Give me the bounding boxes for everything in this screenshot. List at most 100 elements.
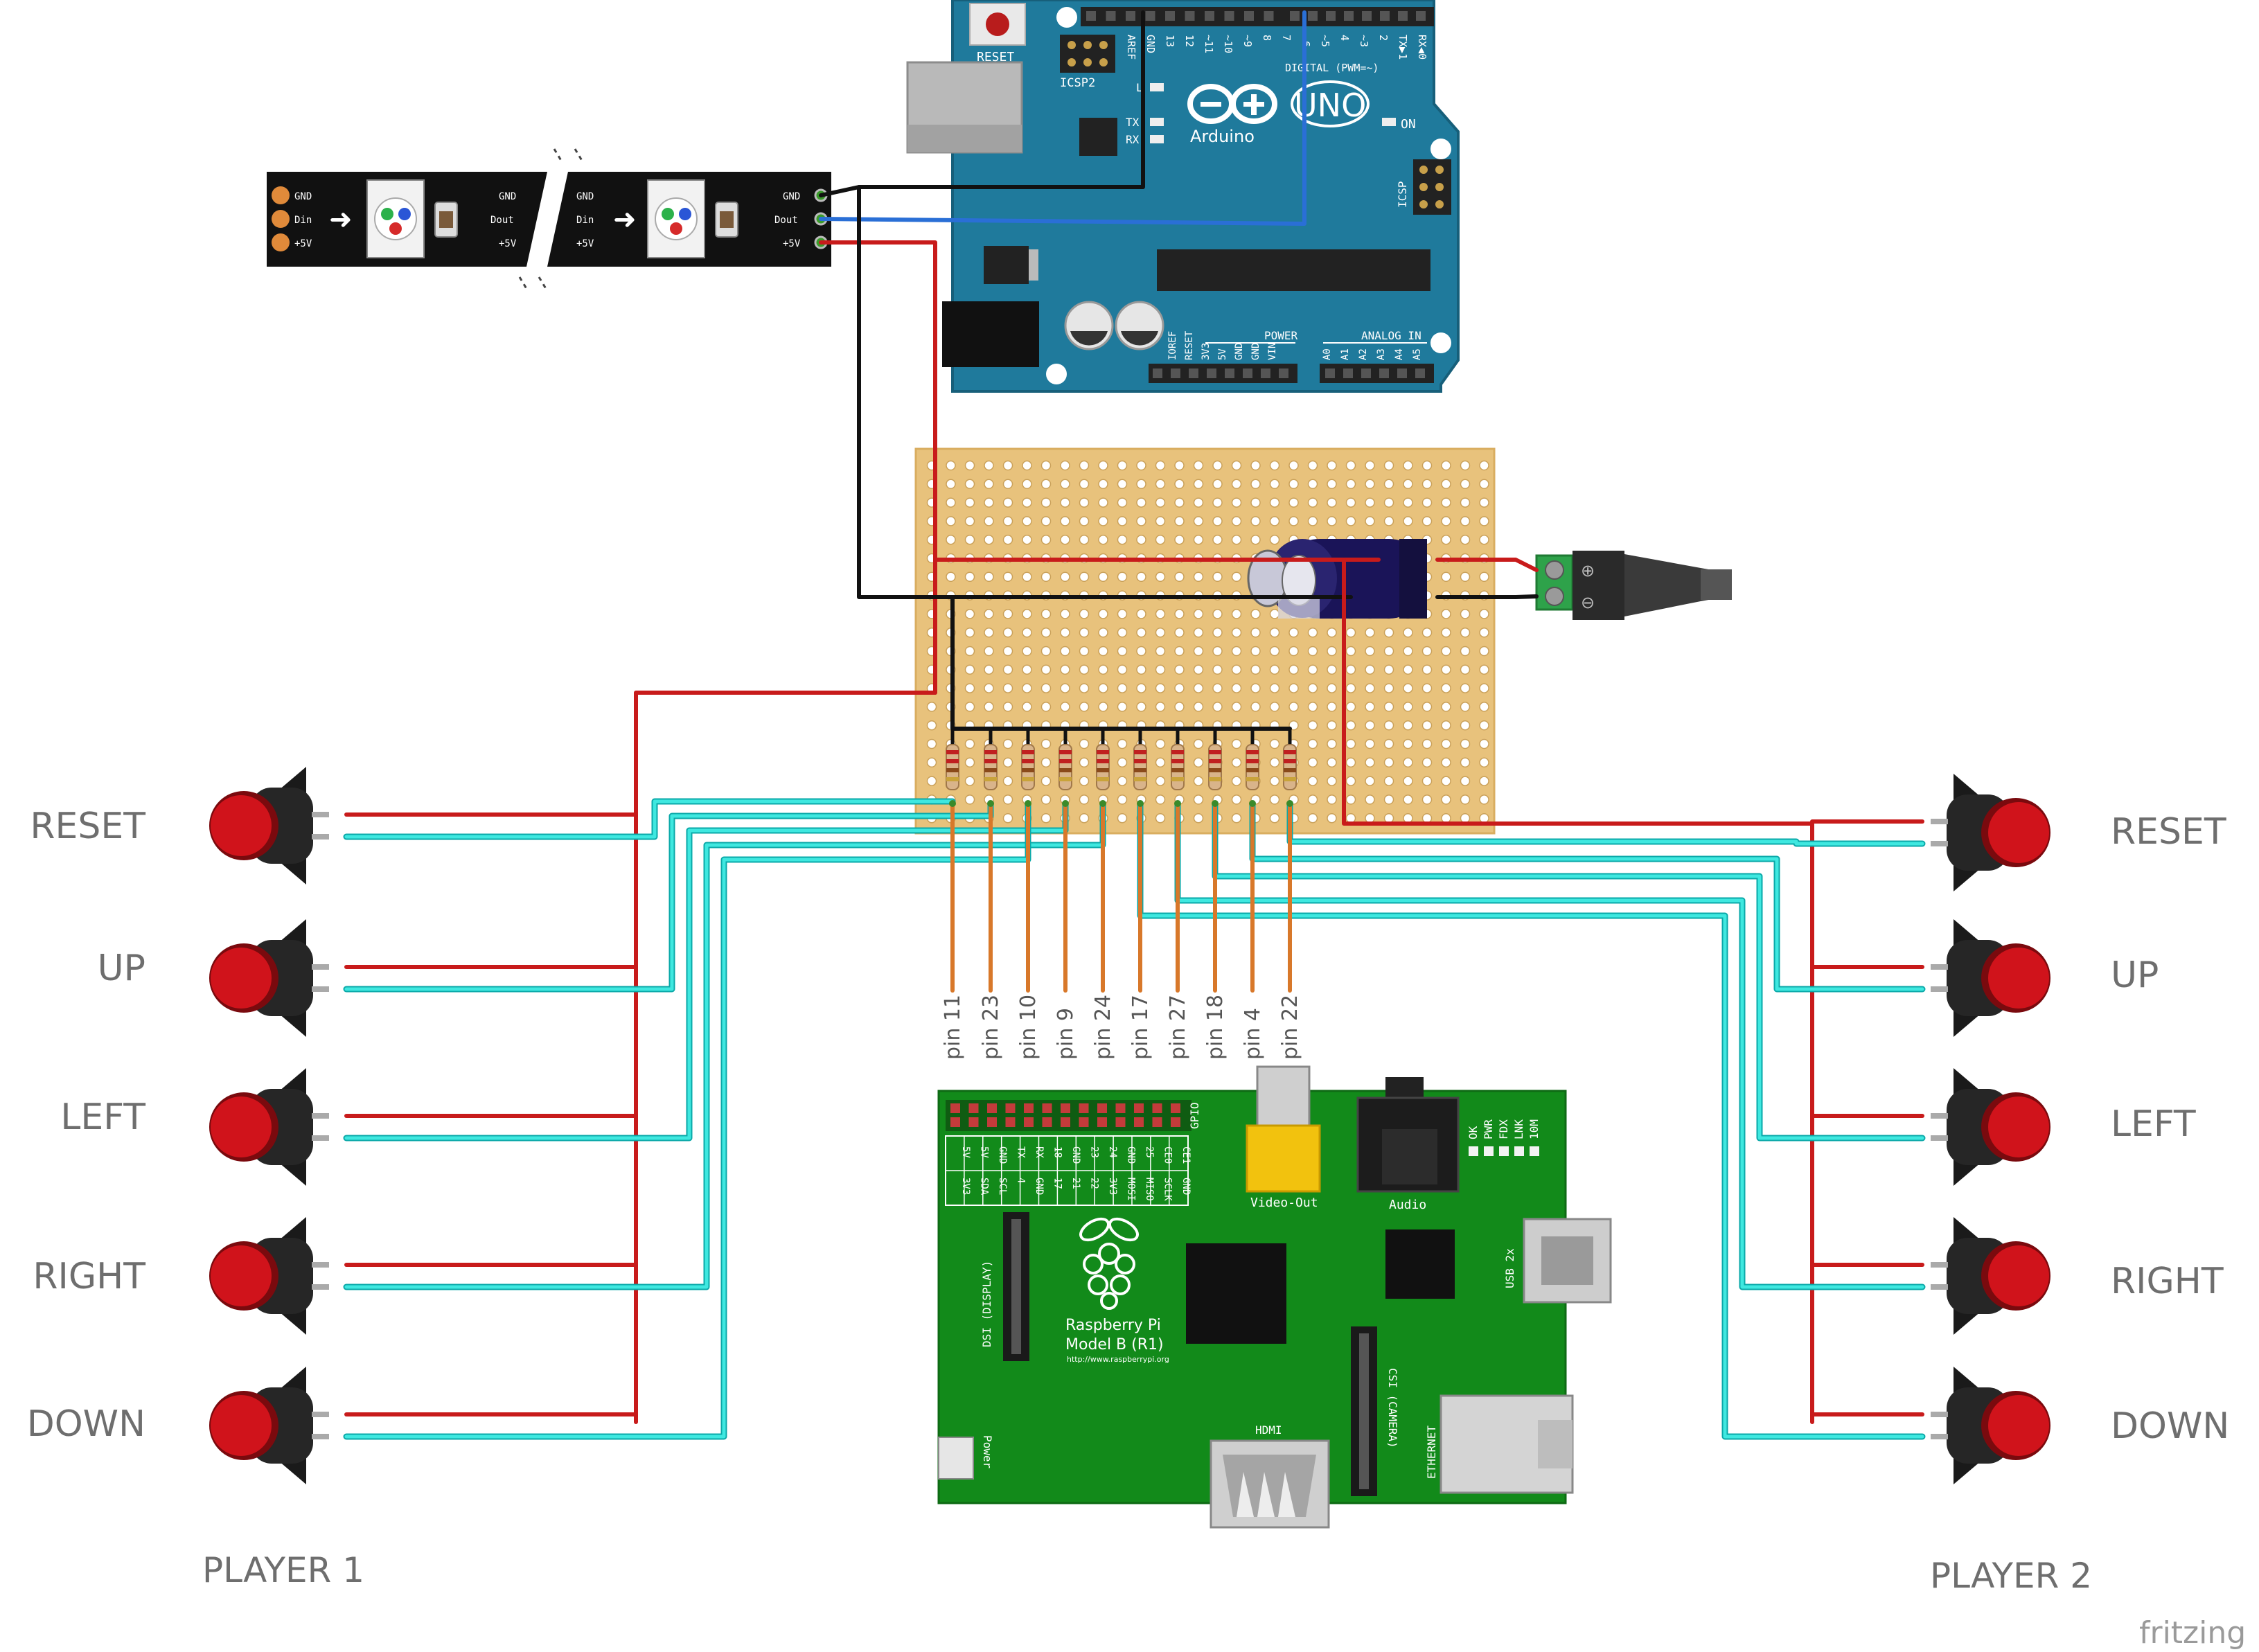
status-led-label: PWR	[1482, 1119, 1495, 1139]
gpio-pin-label: pin 17	[1128, 995, 1153, 1060]
status-led	[1484, 1146, 1494, 1156]
arduino-brand: Arduino	[1190, 127, 1255, 146]
header-pin	[1279, 368, 1288, 378]
audio-label: Audio	[1389, 1198, 1426, 1212]
digital-label: DIGITAL (PWM=~)	[1285, 62, 1379, 74]
raspberry-pi-model-b: GPIO 5V5VGNDTXRX18GND2324GND25CE0CE13V3S…	[937, 1065, 1612, 1529]
power-label: Power	[981, 1435, 994, 1469]
wire-jack-plus	[1435, 558, 1539, 572]
analog-pin-label: A1	[1340, 348, 1351, 360]
header-pin	[1185, 11, 1195, 21]
power-pin-label: 5V	[1217, 348, 1228, 360]
icsp-header	[1413, 159, 1451, 215]
header-pin-label: 13	[1164, 35, 1176, 47]
gpio-header-label: GND	[1180, 1178, 1191, 1195]
gpio-header-labels: 5V5VGNDTXRX18GND2324GND25CE0CE13V3SDASCL…	[946, 1136, 1191, 1205]
gpio-pin	[1171, 1103, 1180, 1113]
capacitor-2	[1115, 301, 1164, 350]
player1-right-label: RIGHT	[33, 1256, 145, 1297]
usb-label: USB 2x	[1503, 1248, 1516, 1288]
soc-chip	[1186, 1243, 1286, 1344]
bottom-header-pins	[1153, 368, 1425, 378]
wires	[343, 10, 1926, 1440]
player2-reset-label: RESET	[2111, 811, 2226, 853]
csi-label: CSI (CAMERA)	[1386, 1368, 1399, 1448]
header-pin-label: 8	[1261, 35, 1273, 41]
gpio-header-label: TX	[1016, 1146, 1027, 1158]
resistor	[1208, 744, 1222, 790]
gpio-header-label: GND	[997, 1146, 1008, 1164]
header-pin	[1380, 11, 1390, 21]
gpio-pin	[1171, 1117, 1180, 1127]
gpio-header-pins	[950, 1103, 1180, 1127]
lan-chip	[1385, 1229, 1455, 1299]
header-pin	[1205, 11, 1214, 21]
player2-down-label: DOWN	[2111, 1405, 2229, 1447]
strip-label-gnd-2: GND	[576, 191, 594, 202]
header-pin	[1224, 11, 1234, 21]
header-pin	[1362, 11, 1372, 21]
strip-label-din: Din	[294, 215, 312, 226]
gpio-header-label: 25	[1144, 1146, 1155, 1158]
gpio-pin	[1061, 1103, 1070, 1113]
header-pin-label: ~3	[1358, 35, 1370, 47]
regulator-tab	[1029, 249, 1038, 281]
button-cap	[211, 1245, 272, 1306]
capacitor-1	[1064, 301, 1114, 350]
header-pin	[1343, 368, 1353, 378]
header-pin	[1207, 368, 1216, 378]
resistor	[1021, 744, 1035, 790]
header-pin	[1397, 368, 1407, 378]
wire-player1-vcc-bus	[634, 691, 937, 1424]
header-pin-label: ~9	[1241, 35, 1254, 47]
player2-button-labels: RESET UP LEFT RIGHT DOWN	[2111, 811, 2229, 1447]
plus-icon: ⊕	[1581, 561, 1595, 580]
resistor	[1171, 744, 1185, 790]
gpio-pin	[1042, 1103, 1052, 1113]
gpio-pin	[1061, 1117, 1070, 1127]
button-cap	[211, 795, 272, 856]
gpio-pin	[1079, 1117, 1089, 1127]
rgb-led-1	[366, 179, 425, 258]
player1-down-label: DOWN	[27, 1403, 145, 1445]
gpio-pin-label: pin 9	[1054, 1008, 1078, 1060]
header-pin-label: RX◀0	[1416, 35, 1428, 60]
strip-label-gnd-in: GND	[294, 191, 312, 202]
header-pin	[1325, 368, 1335, 378]
gpio-pin	[968, 1117, 979, 1127]
status-led	[1469, 1146, 1478, 1156]
player2-right-button	[1931, 1217, 2050, 1335]
header-pin	[1264, 11, 1274, 21]
button-cap	[1988, 802, 2049, 863]
gpio-header-label: 24	[1107, 1146, 1118, 1158]
stripboard	[914, 447, 1496, 835]
gpio-pin	[1097, 1103, 1107, 1113]
mount-hole	[1430, 332, 1451, 353]
button-cap	[1988, 948, 2049, 1009]
video-out-connector	[1246, 1124, 1321, 1193]
player2-left-button	[1931, 1068, 2050, 1186]
gpio-pin-label: pin 4	[1241, 1008, 1265, 1060]
wire-jack-minus	[1435, 594, 1539, 599]
strip-label-din-2: Din	[576, 215, 594, 226]
power-label: POWER	[1264, 329, 1298, 342]
gpio-pin-label: pin 24	[1091, 995, 1115, 1060]
button-wires	[344, 812, 1924, 1416]
voltage-regulator	[984, 246, 1029, 284]
button-cap	[1988, 1245, 2049, 1306]
gpio-pin	[1134, 1103, 1144, 1113]
header-pin	[1261, 368, 1270, 378]
arduino-logo	[1187, 84, 1277, 124]
rx-label: RX	[1126, 133, 1140, 146]
header-pin-label: 12	[1183, 35, 1196, 47]
on-led	[1382, 118, 1396, 126]
gpio-pin-label: pin 11	[941, 995, 965, 1060]
gpio-header-label: SDA	[979, 1178, 990, 1196]
header-pin	[1086, 11, 1096, 21]
player2-reset-button	[1931, 774, 2050, 891]
gpio-header-label: GND	[1126, 1146, 1137, 1164]
signal-wire	[1213, 801, 1924, 1140]
strip-label-gnd-mid: GND	[499, 191, 516, 202]
gpio-header-label: SCL	[997, 1178, 1008, 1195]
